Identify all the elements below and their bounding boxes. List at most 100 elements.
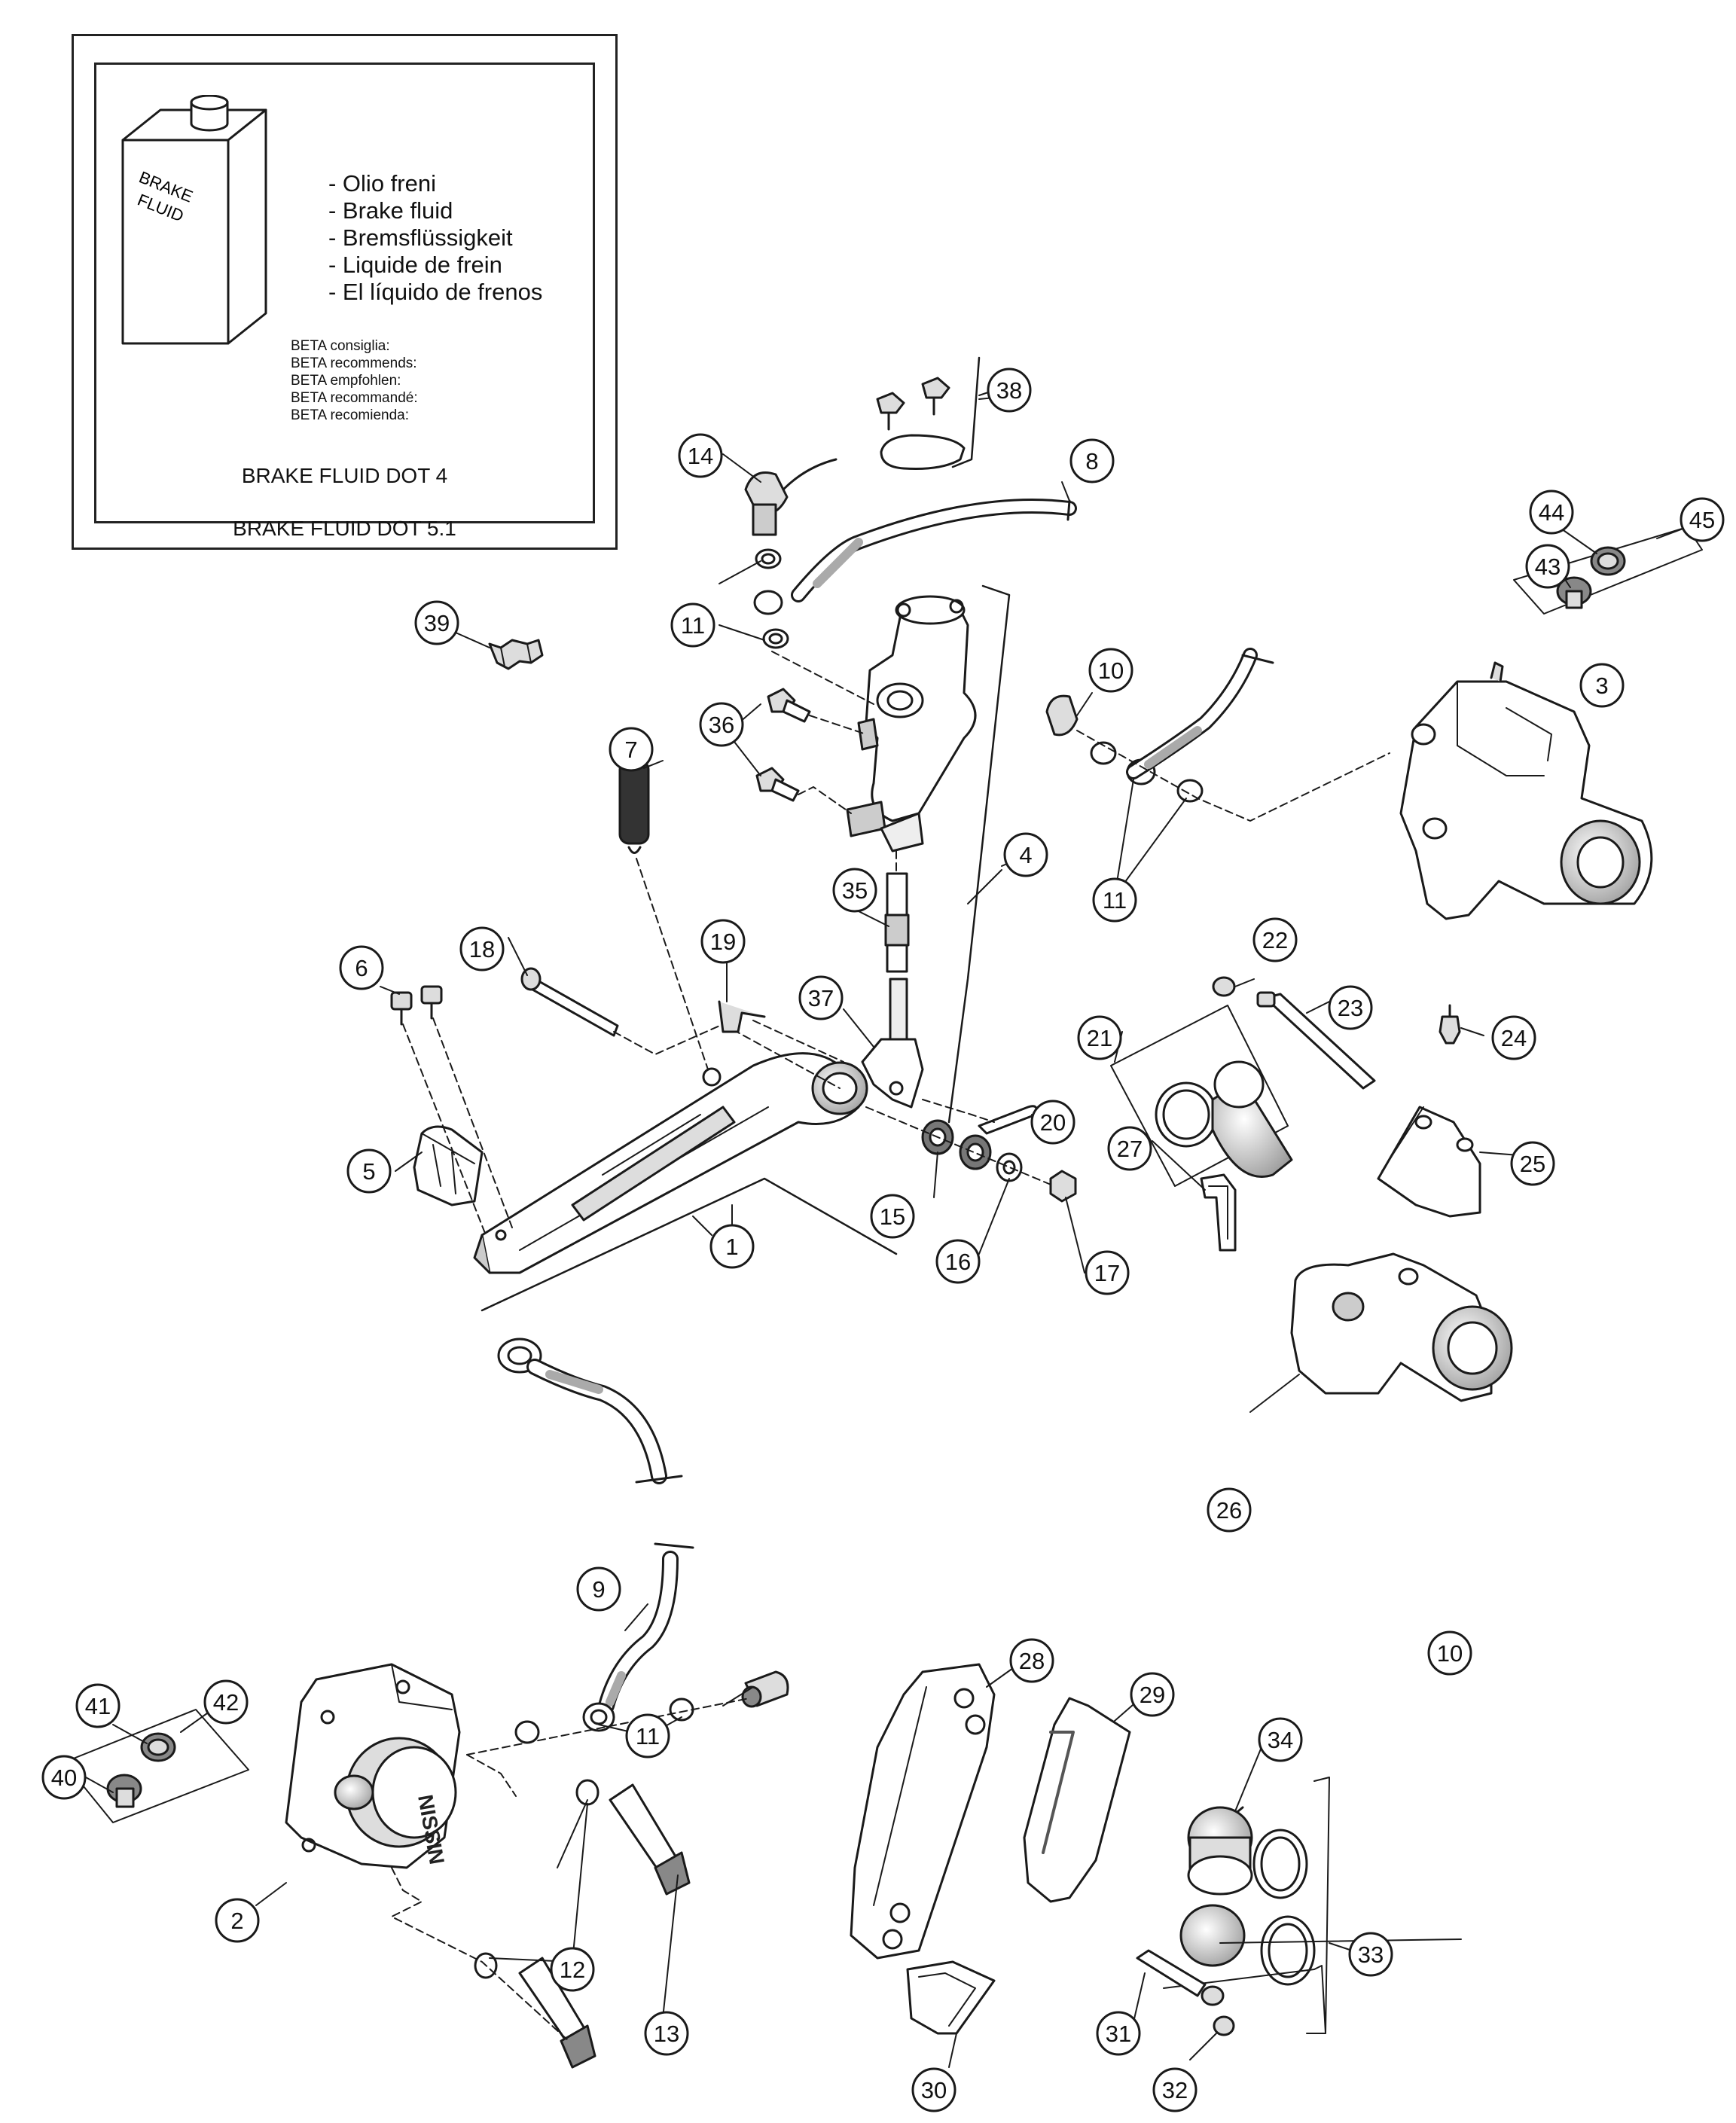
callout-number-32: 32 [1162,2077,1188,2103]
callout-number-16: 16 [945,1249,971,1275]
callout-circle [935,1239,981,1284]
plug-set-43-44 [1513,526,1703,615]
callout-number-30: 30 [921,2077,947,2103]
callout-circle [1510,1141,1555,1186]
callout-circle [346,1148,392,1194]
callout-number-9: 9 [592,1576,605,1603]
callout-circle [459,926,505,972]
callout-number-21: 21 [1087,1025,1112,1051]
fluid-can-illustration: BRAKE FLUID [121,95,267,345]
callout-number-5: 5 [362,1158,375,1185]
callout-number-44: 44 [1539,499,1564,526]
plug-set-40-41 [63,1709,249,1823]
callout-number-35: 35 [842,877,868,904]
pad-spring-30 [906,1960,996,2035]
recommend-fr: BETA recommandé: [291,390,418,406]
pushrod [861,872,924,1109]
banjo-bolt-14 [744,458,837,649]
callout-circle [678,433,723,478]
callout-number-10: 10 [1098,657,1124,684]
rear-pistons [1110,1005,1293,1187]
callout-circle [1579,663,1625,708]
callout-number-18: 18 [469,936,495,962]
callout-circle [709,1224,755,1269]
callout-number-27: 27 [1117,1136,1143,1162]
callout-number-23: 23 [1338,995,1363,1021]
callout-circle [1003,832,1048,877]
callout-number-36: 36 [709,712,734,738]
callout-number-12: 12 [560,1957,585,1983]
callout-circle [215,1898,260,1943]
callout-circle [75,1683,121,1728]
spec-dot51: BRAKE FLUID DOT 5.1 [233,517,456,540]
front-pad-29 [1023,1697,1131,1903]
recommendation-list: BETA consiglia: BETA recommends: BETA em… [291,337,418,424]
callout-number-10: 10 [1437,1640,1463,1667]
callout-circle [1529,490,1574,535]
fluid-name-fr: - Liquide de frein [328,252,502,278]
front-pistons [1163,1806,1316,1989]
callout-circle [798,975,844,1020]
info-box-inner: BRAKE FLUID - Olio freni - Brake fluid -… [94,63,595,540]
callout-circle [1207,1487,1252,1533]
callout-circle [1092,877,1137,923]
callout-number-11: 11 [681,612,705,639]
callout-number-15: 15 [880,1203,905,1230]
bolts-36 [755,688,811,802]
caliper-half-28 [850,1663,996,1960]
callout-number-3: 3 [1595,673,1608,699]
callout-circle [1088,648,1133,693]
front-banjo [514,1670,789,1744]
callout-circle [339,945,384,990]
callout-circle [625,1713,670,1758]
callout-number-17: 17 [1094,1260,1120,1286]
callout-circle [870,1194,915,1239]
pad-pin-31 [1136,1949,1225,2006]
callout-circle [644,2011,689,2056]
callout-circle [1077,1015,1122,1060]
callout-number-6: 6 [355,955,368,981]
pedal-tip [413,1125,484,1206]
recommend-de: BETA empfohlen: [291,373,401,389]
callout-circle [1152,2067,1198,2112]
callout-circle [1030,1100,1075,1145]
callout-circle [1096,2011,1141,2056]
callout-circle [699,702,744,747]
fluid-name-list: - Olio freni - Brake fluid - Bremsflüssi… [328,170,542,306]
callout-circle [911,2067,956,2112]
callout-circle [1328,985,1373,1030]
callout-number-31: 31 [1106,2021,1131,2047]
callout-number-26: 26 [1216,1497,1242,1524]
callout-circle [1085,1250,1130,1295]
callout-number-25: 25 [1520,1151,1545,1177]
callout-number-43: 43 [1535,554,1561,580]
recommend-it: BETA consiglia: [291,338,390,354]
callout-circle [1525,544,1570,589]
callout-number-19: 19 [710,929,736,955]
callout-circle [1130,1672,1175,1717]
callout-circle [670,602,715,648]
front-caliper: NISSIN [285,1663,461,1869]
callout-number-38: 38 [996,377,1022,404]
callout-number-42: 42 [213,1689,239,1716]
bolt-6 [390,985,443,1026]
callout-number-20: 20 [1040,1109,1066,1136]
pad-spring-27 [1200,1173,1237,1252]
callout-number-37: 37 [808,985,834,1011]
callout-circle [203,1679,249,1725]
master-cylinder [846,595,977,853]
fluid-name-de: - Bremsflüssigkeit [328,224,513,251]
callout-circle [700,919,746,964]
clip-19 [718,1000,766,1033]
callout-number-40: 40 [51,1765,77,1791]
caliper-bracket [1290,1252,1513,1402]
fluid-name-es: - El líquido de frenos [328,279,543,305]
callout-number-1: 1 [725,1234,738,1260]
callout-number-2: 2 [230,1908,243,1934]
callout-circle [609,727,654,772]
callout-circle [1427,1630,1472,1676]
callout-circle [1009,1638,1054,1683]
callout-circle [1107,1126,1152,1171]
